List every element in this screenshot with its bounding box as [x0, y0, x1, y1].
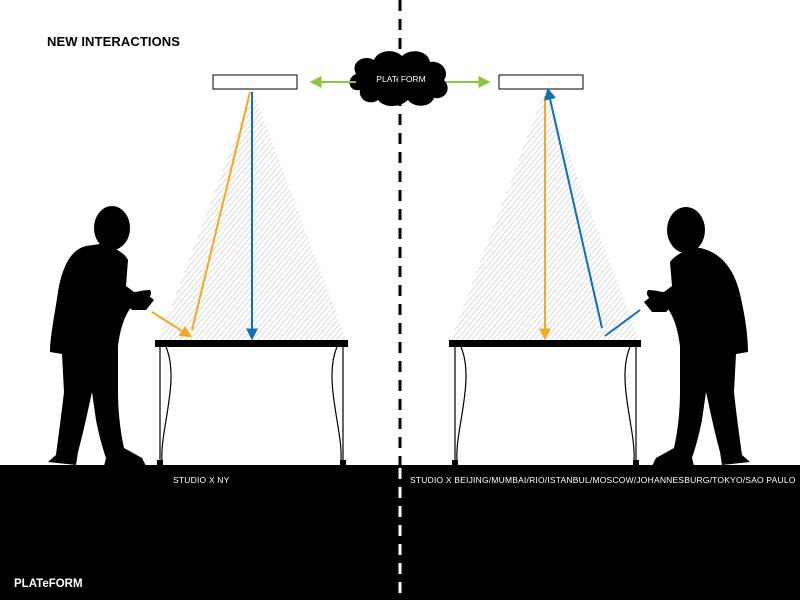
- projector-icon: [212, 74, 298, 90]
- arrow-icon: [604, 309, 641, 337]
- arrow-icon: [191, 91, 251, 331]
- person-silhouette-icon: [644, 207, 750, 466]
- arrow-icon: [151, 311, 193, 338]
- page-title: NEW INTERACTIONS: [47, 34, 181, 49]
- arrow-icon: [544, 87, 603, 329]
- footer-brand: PLATeFORM: [14, 578, 83, 590]
- projector-icon: [498, 74, 584, 90]
- table-icon: [155, 340, 348, 465]
- location-label-right: STUDIO X BEIJING/MUMBAI/RIO/ISTANBUL/MOS…: [410, 475, 796, 485]
- location-label-left: STUDIO X NY: [173, 475, 230, 485]
- table-icon: [449, 340, 641, 465]
- person-silhouette-icon: [48, 206, 154, 466]
